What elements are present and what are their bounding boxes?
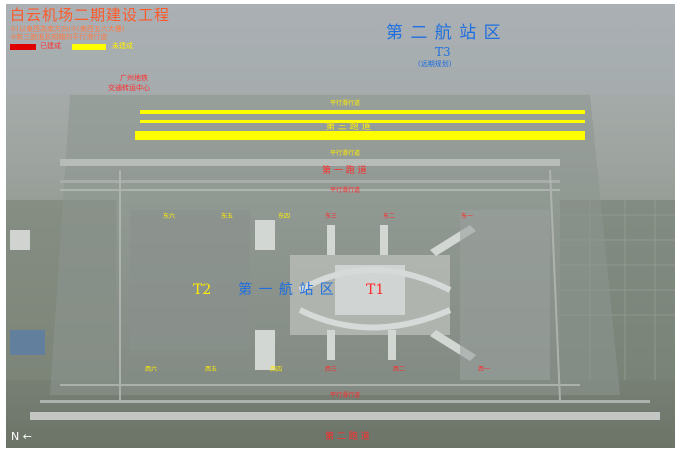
pier-west-2: 西二 (393, 366, 406, 373)
pier-west-3: 西三 (325, 366, 338, 373)
pier-east-5: 东五 (221, 213, 234, 220)
subtitle-line-1: ①(以東西為南方向)②(東西五六大樓) (10, 25, 125, 33)
pier-east-2: 东二 (383, 213, 396, 220)
pier-east-4: 东四 (278, 213, 291, 220)
legend-built-swatch (10, 44, 36, 50)
north-arrow-label: N ← (11, 430, 32, 443)
t1-label: T1 (366, 282, 385, 298)
pier-east-6: 东六 (163, 213, 176, 220)
terminal-area-2-label: 第 二 航 站 区 (386, 23, 502, 43)
t3-label: T3 (435, 45, 451, 59)
pier-west-6: 西六 (145, 366, 158, 373)
taxiway-label-a: 平行滑行道 (330, 100, 361, 107)
runway-2-label: 第 二 跑 道 (325, 432, 370, 442)
legend-planned-label: 未建成 (112, 42, 133, 50)
pier-east-3: 东三 (325, 213, 338, 220)
terminal-area-1-label: 第 一 航 站 区 (238, 282, 335, 298)
taxiway-label-d: 平行滑行道 (330, 392, 361, 399)
runway-3-label: 第 三 跑 道 (326, 122, 371, 132)
pier-west-4: 西四 (270, 366, 283, 373)
pier-west-1: 西一 (478, 366, 491, 373)
gtc-label-1: 广州地铁 (120, 74, 148, 82)
legend-planned-swatch (72, 44, 106, 50)
legend-built-label: 已建成 (40, 42, 61, 50)
taxiway-label-c: 平行滑行道 (330, 187, 361, 194)
t2-label: T2 (193, 282, 212, 298)
pier-east-1: 东一 (461, 213, 474, 220)
pier-west-5: 西五 (205, 366, 218, 373)
map-title: 白云机场二期建设工程 (10, 6, 171, 24)
t3-note: (远期规划) (418, 60, 452, 68)
taxiway-label-b: 平行滑行道 (330, 150, 361, 157)
subtitle-line-2: ③新三跑道及相關的平行滑行道 (10, 33, 108, 41)
runway-1-label: 第 一 跑 道 (322, 166, 367, 176)
gtc-label-2: 交通转运中心 (108, 84, 150, 92)
